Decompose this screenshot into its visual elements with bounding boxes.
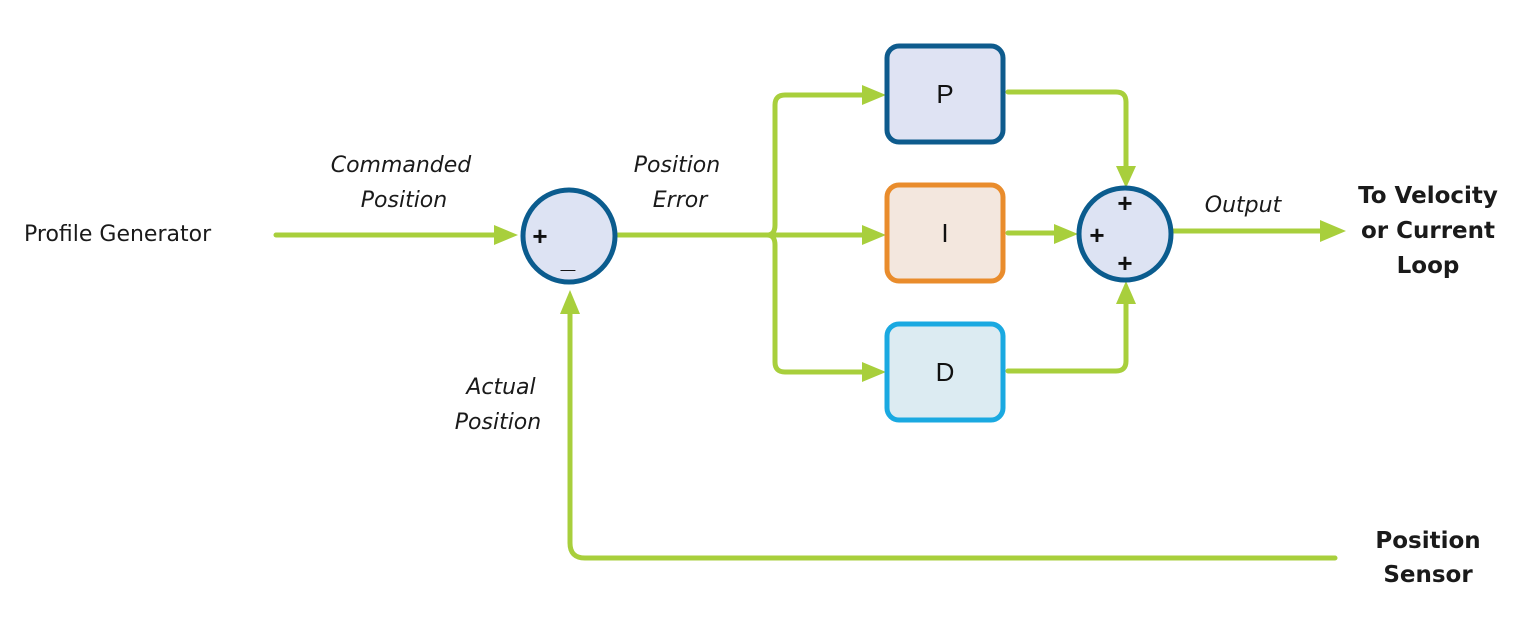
actual-position-label-line1: Actual xyxy=(464,375,535,400)
branch-to-p-arrowhead xyxy=(862,85,886,105)
derivative-block-label: D xyxy=(936,357,955,387)
p-output-arrowhead xyxy=(1116,166,1136,188)
summing-junction-output xyxy=(1076,185,1174,283)
junction2-plus-left: + xyxy=(1089,220,1104,250)
to-velocity-label-line1: To Velocity xyxy=(1358,183,1498,209)
proportional-block-label: P xyxy=(936,79,953,109)
d-output-arrowhead xyxy=(1116,281,1136,304)
commanded-position-label-line1: Commanded xyxy=(331,153,473,178)
i-output-arrowhead xyxy=(1054,224,1078,244)
summing-junction-error xyxy=(520,187,618,285)
commanded-position-label-line2: Position xyxy=(361,188,447,213)
position-error-label-line2: Error xyxy=(653,188,709,213)
junction2-plus-top: + xyxy=(1117,188,1132,218)
commanded-position-arrowhead xyxy=(494,225,518,245)
junction1-plus-sign: + xyxy=(532,221,547,251)
position-sensor-label-line1: Position xyxy=(1375,528,1480,554)
to-velocity-label-line3: Loop xyxy=(1397,253,1460,279)
feedback-wire xyxy=(567,307,1338,561)
position-error-label-line1: Position xyxy=(634,153,720,178)
profile-generator-label: Profile Generator xyxy=(24,222,212,247)
feedback-arrowhead xyxy=(560,290,580,314)
branch-to-p-wire xyxy=(764,92,867,238)
branch-to-d-arrowhead xyxy=(862,362,886,382)
branch-to-d-wire xyxy=(764,232,867,375)
integral-block xyxy=(884,182,1006,284)
branch-to-i-arrowhead xyxy=(862,225,886,245)
d-output-wire xyxy=(1005,299,1129,374)
actual-position-label-line2: Position xyxy=(455,410,541,435)
output-arrowhead xyxy=(1320,220,1346,242)
junction2-plus-bottom: + xyxy=(1117,248,1132,278)
p-output-wire xyxy=(1005,89,1129,171)
position-sensor-label-line2: Sensor xyxy=(1383,562,1473,588)
derivative-block xyxy=(884,321,1006,423)
to-velocity-label-line2: or Current xyxy=(1361,218,1495,244)
output-label: Output xyxy=(1205,193,1283,218)
integral-block-label: I xyxy=(941,218,948,248)
junction1-minus-sign: _ xyxy=(560,244,576,274)
proportional-block xyxy=(884,43,1006,145)
